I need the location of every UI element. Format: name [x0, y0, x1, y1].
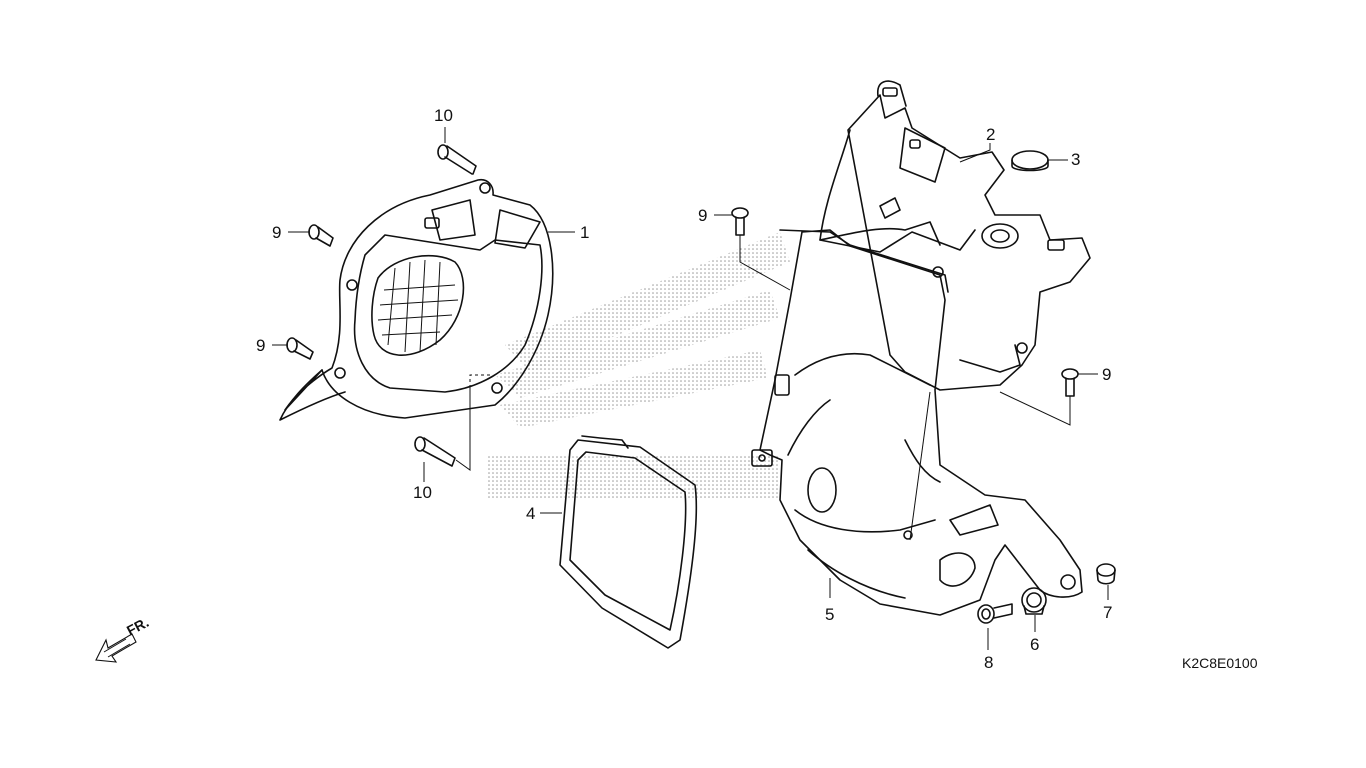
callout-9-right: 9 [1102, 365, 1111, 384]
cap-7 [1096, 563, 1116, 585]
callout-5: 5 [825, 605, 834, 624]
front-direction-label: FR. [124, 614, 151, 639]
callout-9-left-upper: 9 [272, 223, 281, 242]
diagram-code: K2C8E0100 [1182, 655, 1258, 671]
screw-9-center [731, 207, 749, 236]
fan-cover-part [279, 178, 554, 421]
callout-4: 4 [526, 504, 535, 523]
logo-watermark [488, 232, 790, 498]
grommet-6 [1021, 587, 1047, 615]
front-direction-arrow-icon: FR. [95, 614, 151, 663]
screw-9-left-upper [308, 224, 334, 247]
callout-6: 6 [1030, 635, 1039, 654]
bolt-10-bottom [414, 436, 456, 467]
callout-labels: 1 2 3 4 5 6 7 8 9 9 9 9 10 10 [256, 106, 1112, 672]
gasket-part [559, 435, 698, 649]
callout-3: 3 [1071, 150, 1080, 169]
callout-7: 7 [1103, 603, 1112, 622]
callout-10-top: 10 [434, 106, 453, 125]
screw-9-left-lower [286, 337, 314, 360]
callout-10-bottom: 10 [413, 483, 432, 502]
screw-9-right [1061, 368, 1079, 397]
lower-shroud-part [751, 229, 1083, 616]
callout-8: 8 [984, 653, 993, 672]
callout-2: 2 [986, 125, 995, 144]
callout-1: 1 [580, 223, 589, 242]
grommet-part [1011, 150, 1049, 172]
callout-9-left-lower: 9 [256, 336, 265, 355]
callout-9-center: 9 [698, 206, 707, 225]
air-shroud-part [779, 80, 1091, 391]
bolt-10-top [437, 144, 477, 175]
bolt-8 [977, 603, 1013, 624]
leader-lines [272, 127, 1109, 650]
